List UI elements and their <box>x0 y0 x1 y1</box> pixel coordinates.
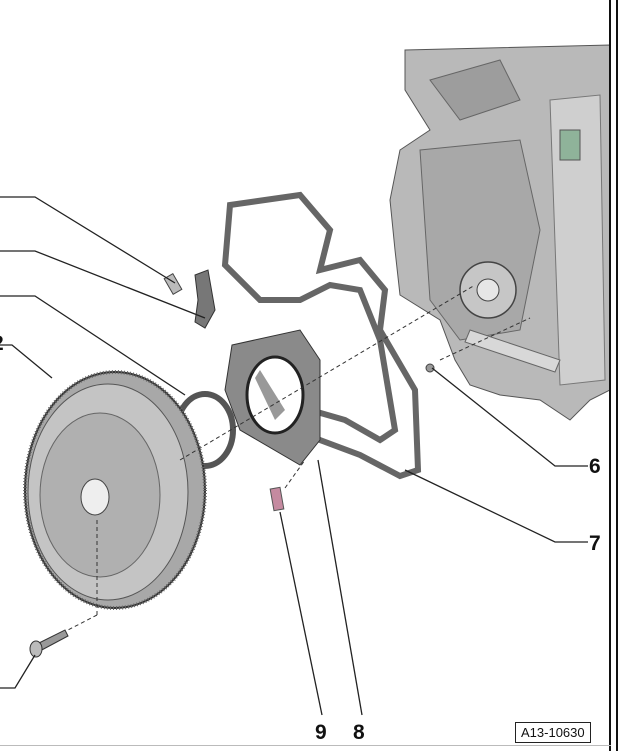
speed-sender <box>163 269 216 329</box>
drawing-code-label: A13-10630 <box>515 722 591 743</box>
seal-flange <box>224 329 321 466</box>
callout-9: 9 <box>315 721 327 744</box>
flange-bolt <box>269 486 285 512</box>
assembly-lines <box>67 284 531 631</box>
callout-7: 7 <box>589 532 601 555</box>
callout-8: 8 <box>353 721 365 744</box>
engine-block <box>389 44 611 421</box>
frame-border <box>609 0 611 751</box>
dual-mass-flywheel <box>23 370 207 610</box>
frame-divider <box>0 745 611 746</box>
flywheel-bolt <box>29 629 69 658</box>
callout-6: 6 <box>589 455 601 478</box>
leader-lines <box>0 196 588 716</box>
frame-border <box>616 0 618 751</box>
callout-2: 2 <box>0 333 4 354</box>
